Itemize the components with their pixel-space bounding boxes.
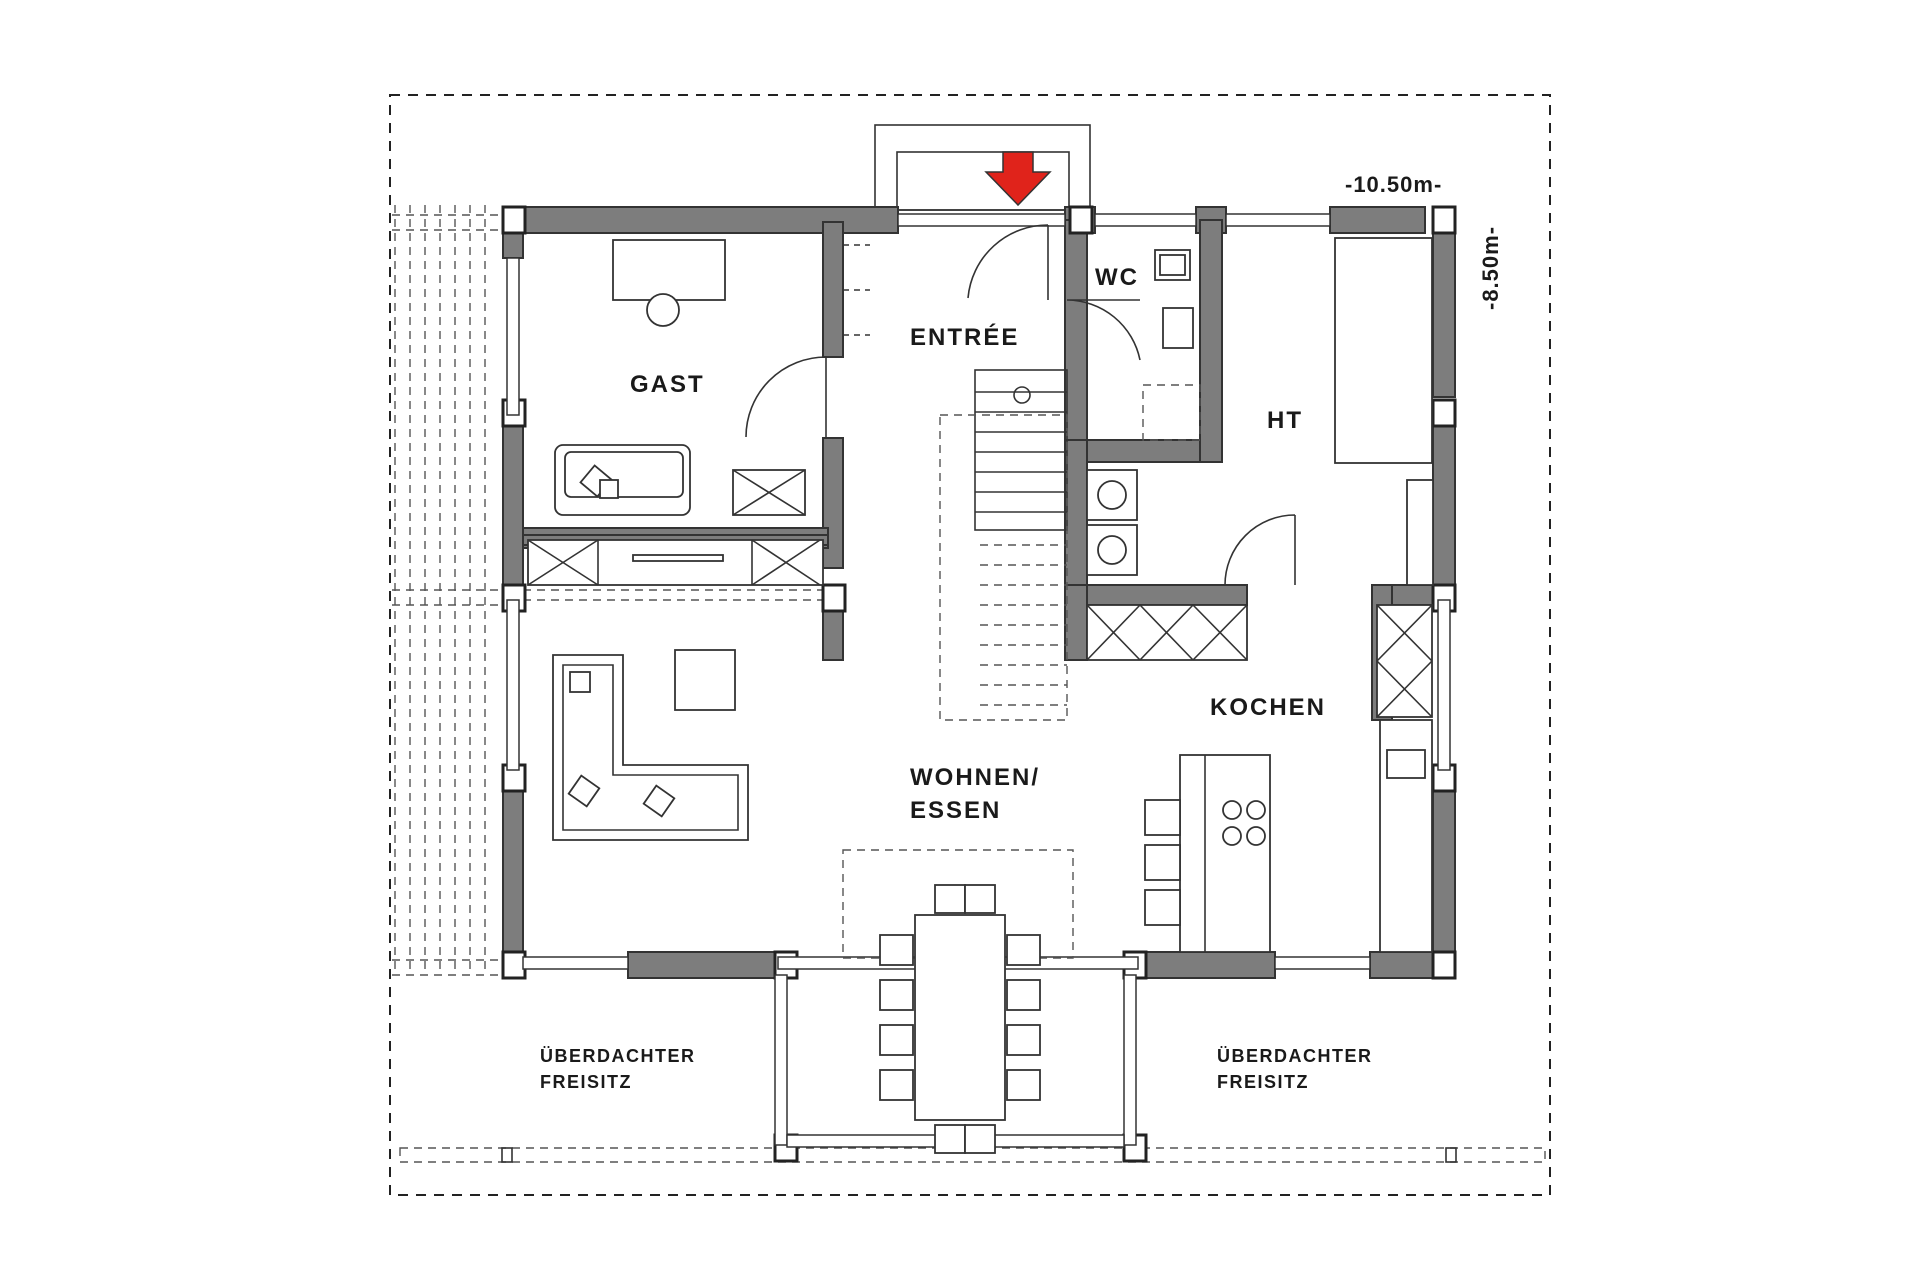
dining-chair xyxy=(964,1124,996,1154)
closet-row xyxy=(527,539,824,586)
terrace-outline xyxy=(399,1147,1546,1163)
terrace-label-right-1: ÜBERDACHTER xyxy=(1217,1046,1373,1066)
walls xyxy=(502,206,1456,979)
room-label-essen: ESSEN xyxy=(910,797,1001,824)
terrace-post-left xyxy=(501,1147,513,1163)
ht-appliances xyxy=(1086,237,1434,586)
terrace-label-right-2: FREISITZ xyxy=(1217,1072,1309,1092)
dining-chair xyxy=(934,1124,966,1154)
dimension-depth: -8.50m- xyxy=(1478,226,1503,310)
wall-post xyxy=(1431,950,1457,980)
roof-outline xyxy=(389,94,1551,1196)
dining-chair xyxy=(964,884,996,914)
dining-chair xyxy=(879,979,914,1011)
ht-door xyxy=(1224,514,1296,586)
dining-chair xyxy=(1006,934,1041,966)
wc-fixtures xyxy=(1142,249,1201,441)
wall-post xyxy=(501,950,527,980)
dining-area xyxy=(842,849,1074,1154)
dining-chair xyxy=(1006,1069,1041,1101)
dining-chair xyxy=(934,884,966,914)
kitchen-cabinets xyxy=(1086,604,1433,953)
room-label-wc: WC xyxy=(1095,264,1139,291)
staircase xyxy=(939,369,1068,721)
dining-chair xyxy=(1006,1024,1041,1056)
dining-chair xyxy=(879,934,914,966)
red-down-arrow-icon xyxy=(984,151,1052,207)
coffee-table xyxy=(674,649,736,711)
windows xyxy=(506,213,1451,1148)
wall-post xyxy=(1068,205,1094,235)
wall-post xyxy=(1431,205,1457,235)
dining-chair xyxy=(879,1024,914,1056)
kitchen-island xyxy=(1144,754,1271,953)
gast-sofa xyxy=(554,444,691,516)
terrace-label-left-2: FREISITZ xyxy=(540,1072,632,1092)
dining-chair xyxy=(1006,979,1041,1011)
wall-post xyxy=(501,205,527,235)
pergola-slats xyxy=(392,205,825,976)
entrance-canopy-inner xyxy=(896,151,1070,211)
room-label-wohnen: WOHNEN/ xyxy=(910,764,1040,791)
room-label-entree: ENTRÉE xyxy=(910,323,1019,351)
dimension-width: -10.50m- xyxy=(1345,172,1442,197)
wall-post xyxy=(821,583,847,613)
entree-wardrobe xyxy=(843,244,870,336)
gast-door xyxy=(745,356,827,438)
terrace-label-left-1: ÜBERDACHTER xyxy=(540,1046,696,1066)
living-sofa xyxy=(552,654,749,841)
gast-cabinet xyxy=(732,469,806,516)
dining-chair xyxy=(879,1069,914,1101)
wc-door xyxy=(1066,299,1141,361)
room-label-ht: HT xyxy=(1267,407,1303,434)
room-label-kochen: KOCHEN xyxy=(1210,694,1326,721)
room-label-gast: GAST xyxy=(630,371,705,398)
gast-desk xyxy=(612,239,726,327)
wall-post xyxy=(1431,398,1457,428)
entrance-canopy xyxy=(874,124,1091,211)
stair-newel xyxy=(1013,386,1031,404)
terrace-post-right xyxy=(1445,1147,1457,1163)
entrance-door xyxy=(967,224,1049,300)
